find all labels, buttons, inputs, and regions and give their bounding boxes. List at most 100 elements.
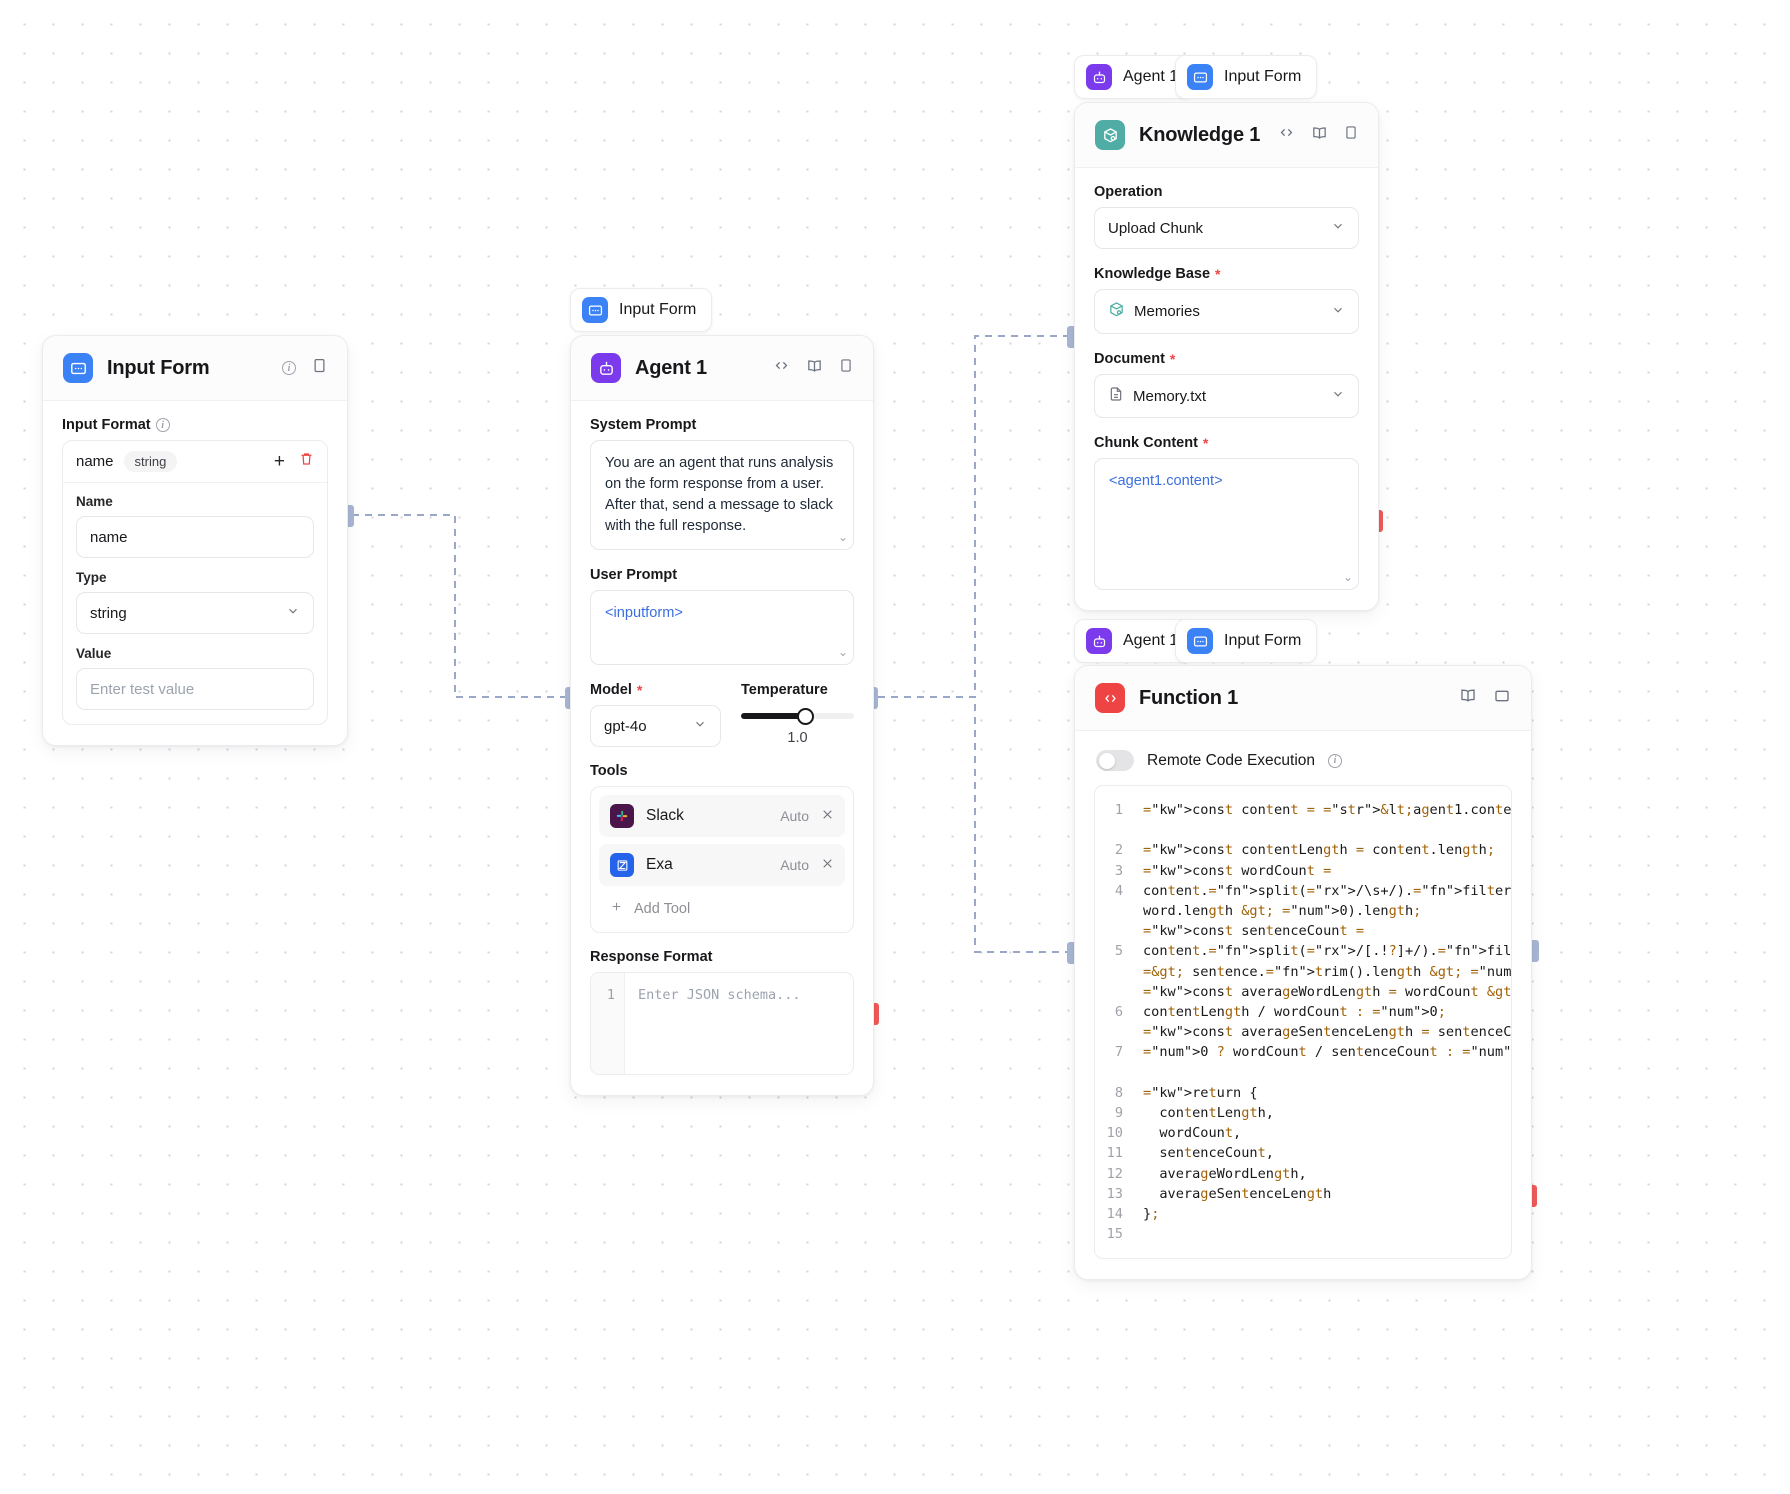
- model-select[interactable]: gpt-4o: [590, 705, 721, 747]
- code-line: ="kw">const averageWordLength = wordCoun…: [1143, 983, 1512, 1021]
- document-value: Memory.txt: [1133, 387, 1207, 405]
- resize-grip-icon[interactable]: ⌄: [837, 529, 848, 544]
- tool-mode[interactable]: Auto: [780, 857, 809, 873]
- chip-input-form-knowledge[interactable]: Input Form: [1175, 55, 1318, 99]
- function-icon: [1095, 683, 1125, 713]
- port-function-side[interactable]: [1530, 940, 1539, 962]
- node-title: Knowledge 1: [1139, 123, 1261, 146]
- port-inputform-out[interactable]: [345, 505, 354, 527]
- operation-label: Operation: [1094, 184, 1163, 200]
- expand-icon[interactable]: [1493, 688, 1511, 709]
- line-number: 6: [1114, 1004, 1123, 1021]
- node-function-header[interactable]: Function 1: [1075, 666, 1531, 731]
- chip-label: Input Form: [619, 301, 697, 318]
- line-number: 5: [1114, 943, 1123, 960]
- response-format-placeholder: Enter JSON schema...: [638, 987, 801, 1003]
- remote-code-execution-row[interactable]: Remote Code Execution i: [1094, 747, 1512, 785]
- delete-icon[interactable]: [299, 451, 314, 472]
- line-number: 4: [1114, 882, 1123, 899]
- node-input-form[interactable]: Input Form i Input Format i name string: [42, 335, 348, 746]
- input-format-row[interactable]: name string +: [63, 441, 327, 483]
- document-icon: [1108, 386, 1124, 406]
- chip-label: Agent 1: [1123, 68, 1179, 85]
- code-line: wordCount,: [1143, 1125, 1242, 1142]
- port-knowledge-in[interactable]: [1067, 326, 1076, 348]
- book-icon[interactable]: [1311, 125, 1328, 146]
- system-prompt-textarea[interactable]: You are an agent that runs analysis on t…: [590, 440, 854, 550]
- function-code-content[interactable]: ="kw">const content = ="str">&lt;agent1.…: [1133, 786, 1512, 1258]
- plus-icon: [610, 900, 623, 917]
- edge-agent-function: [878, 696, 1072, 953]
- value-input[interactable]: Enter test value: [76, 668, 314, 710]
- chip-label: Input Form: [1224, 68, 1302, 85]
- book-icon[interactable]: [1459, 687, 1477, 709]
- document-select[interactable]: Memory.txt: [1094, 374, 1359, 418]
- required-marker: *: [636, 682, 643, 698]
- chip-input-form-top[interactable]: Input Form: [570, 288, 713, 332]
- tool-row-exa[interactable]: Exa Auto: [599, 844, 845, 886]
- add-tool-button[interactable]: Add Tool: [599, 893, 845, 924]
- system-prompt-label: System Prompt: [590, 417, 697, 433]
- agent-icon: [1086, 64, 1112, 90]
- panel-icon[interactable]: [1344, 124, 1358, 146]
- chip-input-form-function[interactable]: Input Form: [1175, 619, 1318, 663]
- chunk-content-textarea[interactable]: <agent1.content> ⌄: [1094, 458, 1359, 590]
- response-format-editor[interactable]: 1 Enter JSON schema...: [590, 972, 854, 1075]
- remote-code-execution-toggle[interactable]: [1096, 750, 1134, 771]
- required-marker: *: [1169, 351, 1176, 367]
- model-label: Model*: [590, 682, 643, 698]
- code-line: ="kw">const averageSentenceLength = sent…: [1143, 1024, 1512, 1061]
- tool-name: Slack: [646, 807, 684, 824]
- panel-icon[interactable]: [839, 357, 853, 379]
- user-prompt-textarea[interactable]: <inputform> ⌄: [590, 590, 854, 665]
- book-icon[interactable]: [806, 358, 823, 379]
- line-number: 11: [1106, 1145, 1123, 1162]
- code-line: averageWordLength,: [1143, 1165, 1307, 1182]
- tool-mode[interactable]: Auto: [780, 808, 809, 824]
- code-line: ="kw">const wordCount = content.="fn">sp…: [1143, 862, 1512, 920]
- port-function-in[interactable]: [1067, 942, 1076, 964]
- chip-agent-knowledge[interactable]: Agent 1: [1074, 55, 1195, 99]
- slider-knob[interactable]: [797, 707, 815, 725]
- resize-grip-icon[interactable]: ⌄: [1342, 569, 1353, 584]
- type-select[interactable]: string: [76, 592, 314, 634]
- node-input-form-header[interactable]: Input Form i: [43, 336, 347, 401]
- operation-select[interactable]: Upload Chunk: [1094, 207, 1359, 249]
- slider-fill: [741, 713, 806, 719]
- knowledge-base-select[interactable]: Memories: [1094, 289, 1359, 334]
- code-line: [1143, 1063, 1511, 1083]
- chevron-down-icon: [286, 604, 300, 622]
- node-agent[interactable]: Agent 1 System Prompt You are an agent t…: [570, 335, 874, 1096]
- code-line: sentenceCount,: [1143, 1145, 1274, 1162]
- panel-icon[interactable]: [312, 357, 327, 379]
- user-prompt-value: <inputform>: [605, 605, 683, 621]
- tool-row-slack[interactable]: Slack Auto: [599, 795, 845, 837]
- info-icon[interactable]: i: [155, 418, 170, 432]
- add-field-icon[interactable]: +: [273, 451, 285, 472]
- code-icon[interactable]: [1278, 125, 1295, 145]
- code-icon[interactable]: [773, 358, 790, 378]
- temperature-slider[interactable]: [741, 705, 854, 727]
- info-icon[interactable]: i: [1328, 753, 1343, 768]
- port-agent-error[interactable]: [870, 1003, 879, 1025]
- format-row-type-chip: string: [123, 451, 178, 472]
- node-knowledge[interactable]: Knowledge 1 Operation Upload Chunk: [1074, 102, 1379, 611]
- port-function-out[interactable]: [1528, 1185, 1537, 1207]
- node-knowledge-header[interactable]: Knowledge 1: [1075, 103, 1378, 168]
- close-icon[interactable]: [821, 857, 834, 874]
- close-icon[interactable]: [821, 808, 834, 825]
- port-agent-in[interactable]: [565, 687, 574, 709]
- input-form-icon: [63, 353, 93, 383]
- node-knowledge-body: Operation Upload Chunk Knowledge Base*: [1075, 168, 1378, 610]
- type-select-value: string: [90, 604, 127, 622]
- resize-grip-icon[interactable]: ⌄: [837, 644, 848, 659]
- chip-agent-function[interactable]: Agent 1: [1074, 619, 1195, 663]
- name-input[interactable]: name: [76, 516, 314, 558]
- tool-name: Exa: [646, 856, 673, 873]
- node-agent-header[interactable]: Agent 1: [571, 336, 873, 401]
- info-icon[interactable]: i: [282, 361, 296, 375]
